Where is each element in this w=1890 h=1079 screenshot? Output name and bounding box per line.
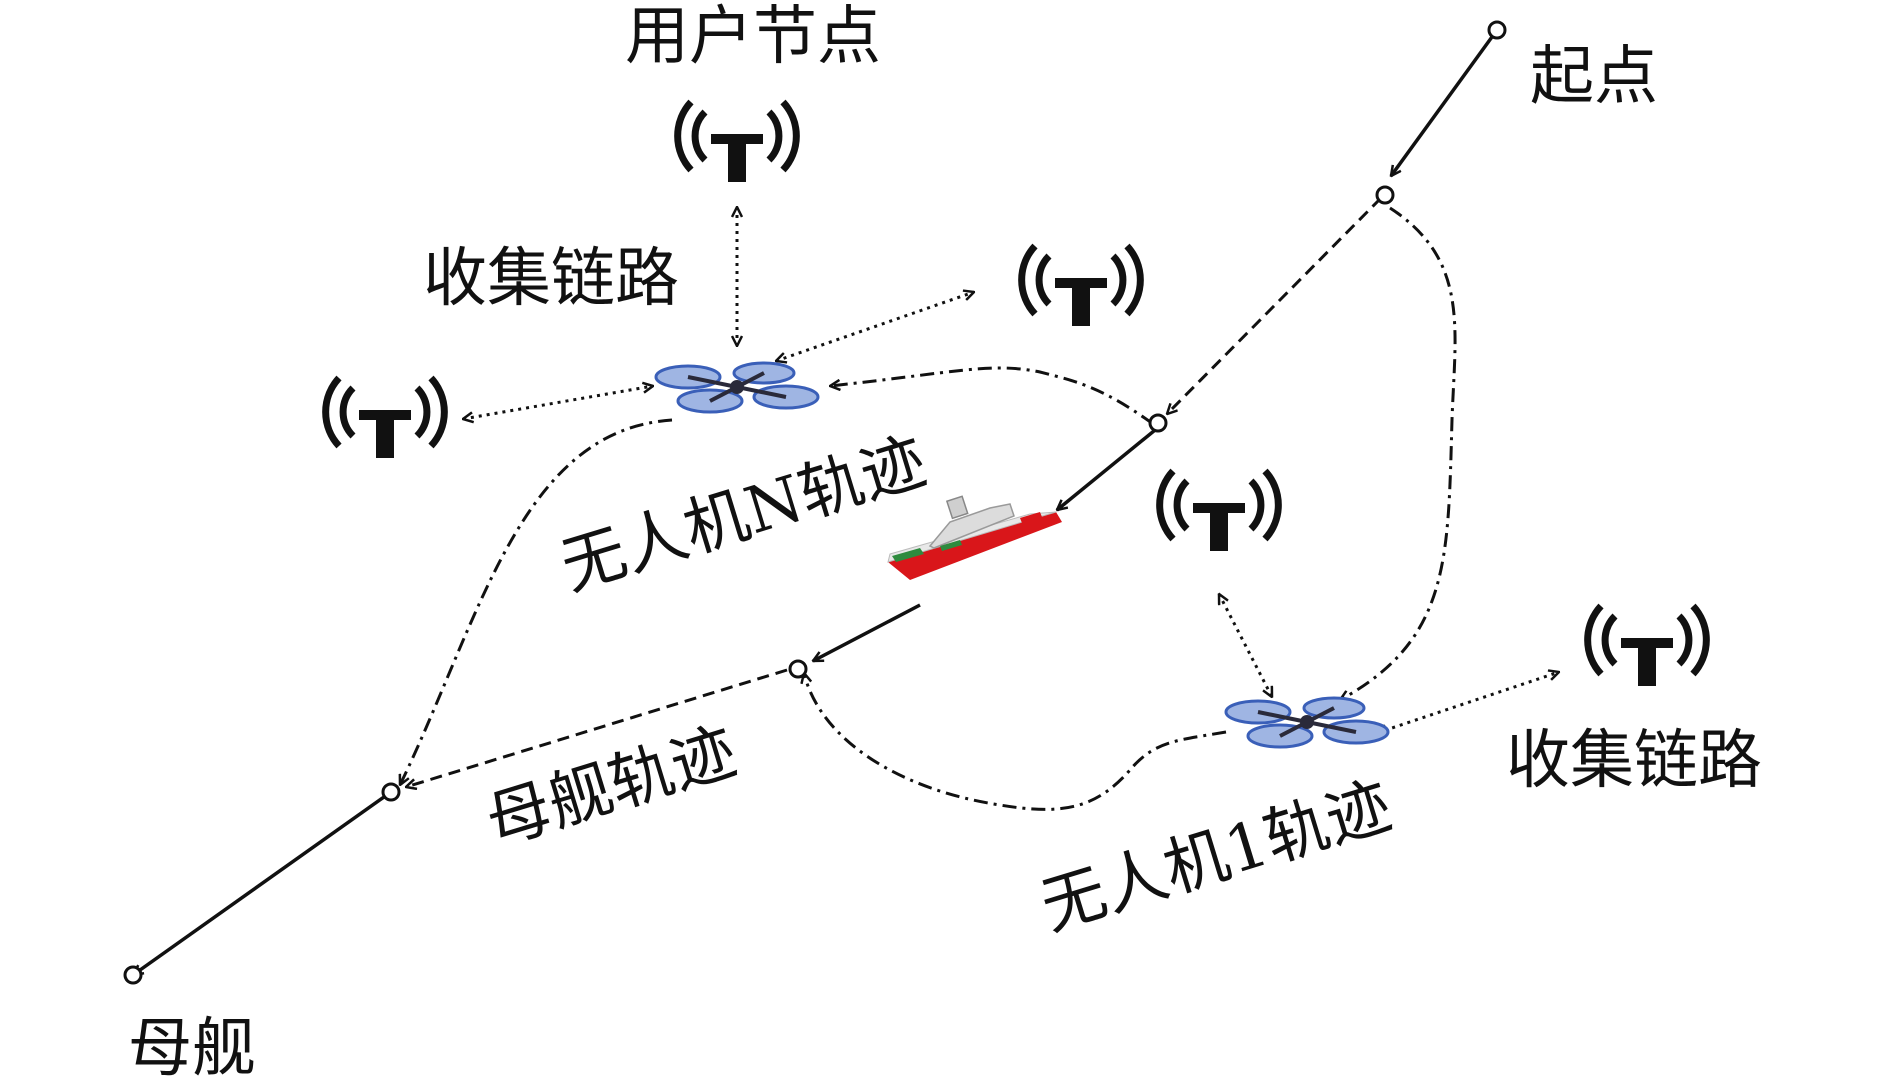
uav-n-drone-icon xyxy=(654,361,820,414)
antenna-tower-icon xyxy=(1588,606,1707,686)
uav-recovery-waypoint-2 xyxy=(381,782,401,802)
handoff-segments xyxy=(406,196,1383,787)
uav-1-drone-icon xyxy=(1224,696,1390,749)
label-user-node: 用户节点 xyxy=(625,0,881,74)
uav-1-track-return xyxy=(804,673,1227,811)
antenna-tower-icon xyxy=(1022,246,1141,326)
antenna-tower-icon xyxy=(678,102,797,182)
ship-icon xyxy=(887,495,1063,581)
uav-launch-waypoint-1 xyxy=(1375,185,1395,205)
mothership-end-waypoint xyxy=(123,965,143,985)
uav-launch-waypoint-2 xyxy=(1148,413,1168,433)
uav-n-track-return xyxy=(400,418,673,785)
mothership-track xyxy=(133,28,1499,975)
uav-n-track-out xyxy=(830,366,1154,426)
label-mothership-end: 母舰 xyxy=(128,1012,256,1079)
label-start: 起点 xyxy=(1530,40,1658,114)
collect-links xyxy=(463,207,1559,733)
antenna-tower-icon xyxy=(1160,471,1279,551)
start-waypoint xyxy=(1487,20,1507,40)
antenna-tower-icon xyxy=(326,378,445,458)
label-collect-link-left: 收集链路 xyxy=(423,242,679,316)
label-collect-link-right: 收集链路 xyxy=(1506,724,1762,798)
label-uav-1-track: 无人机1轨迹 xyxy=(1033,769,1400,945)
label-mothership-track: 母舰轨迹 xyxy=(478,715,744,861)
uav-recovery-waypoint-1 xyxy=(788,659,808,679)
uav-1-track-out xyxy=(1340,206,1457,700)
label-uav-n-track: 无人机N轨迹 xyxy=(553,425,934,606)
